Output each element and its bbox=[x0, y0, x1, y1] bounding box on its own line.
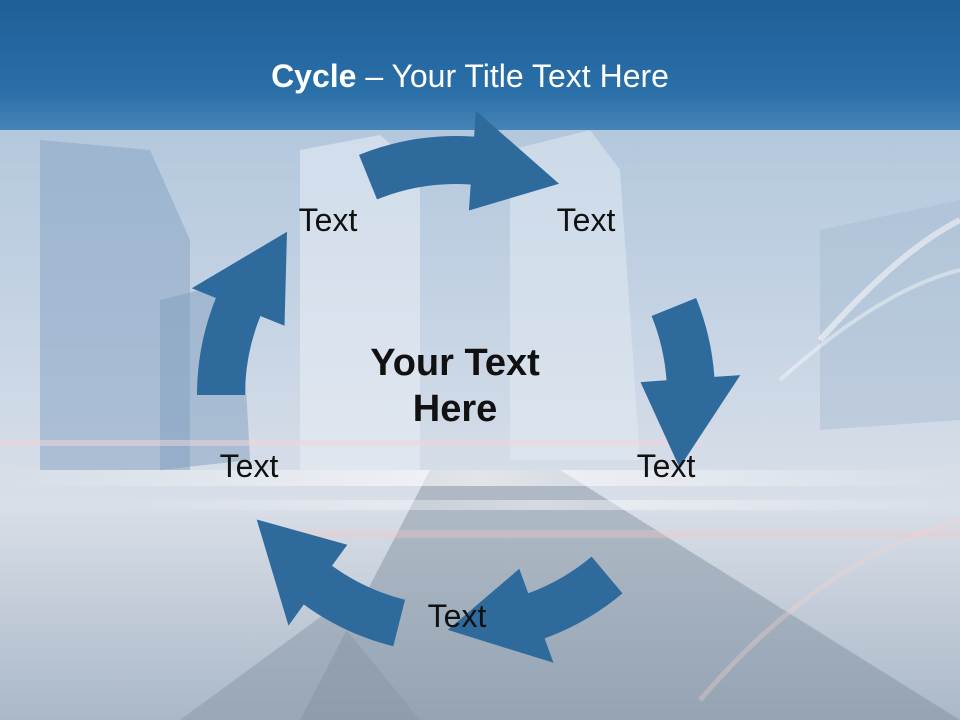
title-rest: – Your Title Text Here bbox=[356, 58, 669, 94]
title-bar bbox=[0, 0, 960, 130]
cycle-arrow-left bbox=[191, 231, 287, 395]
title-bold: Cycle bbox=[271, 58, 357, 94]
node-label-right: Text bbox=[636, 448, 696, 484]
center-text: Your Text Here bbox=[330, 340, 580, 432]
slide-title: Cycle – Your Title Text Here bbox=[0, 56, 940, 96]
node-label-top-left: Text bbox=[298, 202, 358, 238]
node-label-bottom: Text bbox=[427, 598, 487, 634]
center-text-line1: Your Text bbox=[370, 342, 540, 384]
cycle-arrow-top bbox=[359, 110, 559, 211]
cycle-arrow-bottom-left bbox=[256, 519, 405, 647]
center-text-line2: Here bbox=[412, 388, 498, 430]
cycle-arrow-bottom-right bbox=[447, 556, 623, 663]
node-label-top-right: Text bbox=[556, 202, 616, 238]
node-label-left: Text bbox=[219, 448, 279, 484]
cycle-arrow-right bbox=[640, 298, 741, 468]
